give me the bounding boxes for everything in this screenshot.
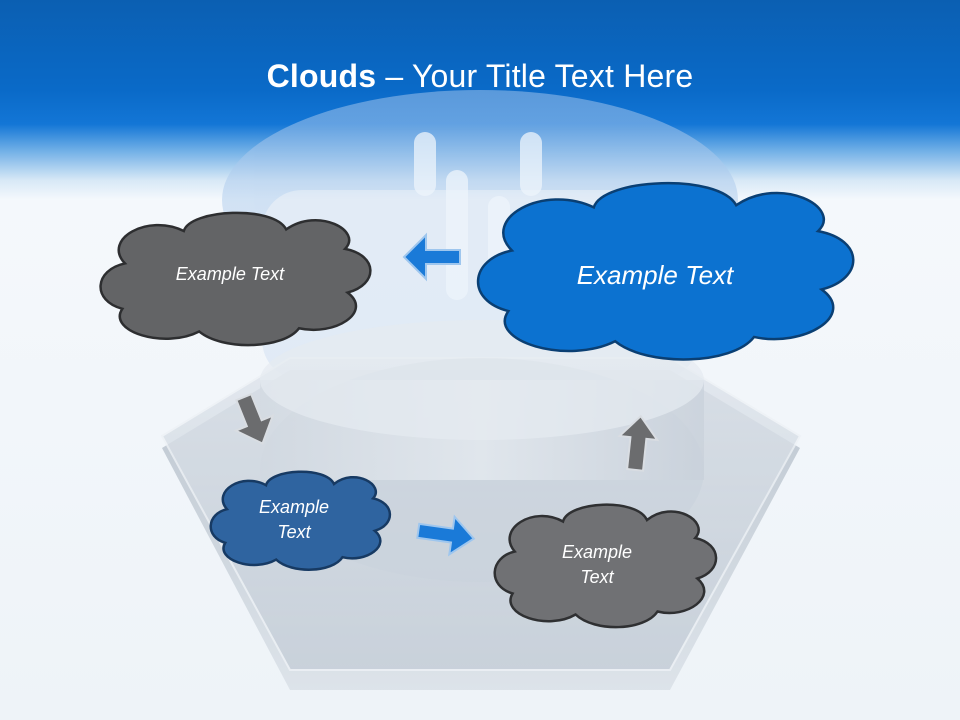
cloud-top-left-text: Example Text: [175, 264, 285, 285]
arrow-left-icon: [402, 232, 461, 282]
cloud-top-right[interactable]: [478, 183, 853, 359]
cloud-bottom-right[interactable]: [495, 505, 716, 627]
arrow-right-icon: [416, 514, 476, 557]
cloud-top-left[interactable]: [101, 213, 371, 345]
cloud-bottom-left-text: Example Text: [258, 496, 330, 542]
arrow-up-icon: [617, 414, 660, 472]
cloud-bottom-right-text: Example Text: [561, 541, 633, 587]
title-bold: Clouds: [266, 58, 377, 94]
slide-title: Clouds – Your Title Text Here: [0, 56, 960, 96]
cloud-bottom-left[interactable]: [211, 472, 390, 570]
title-rest: – Your Title Text Here: [376, 58, 694, 94]
cloud-top-right-text: Example Text: [576, 259, 734, 290]
arrow-down-right-icon: [233, 392, 275, 445]
